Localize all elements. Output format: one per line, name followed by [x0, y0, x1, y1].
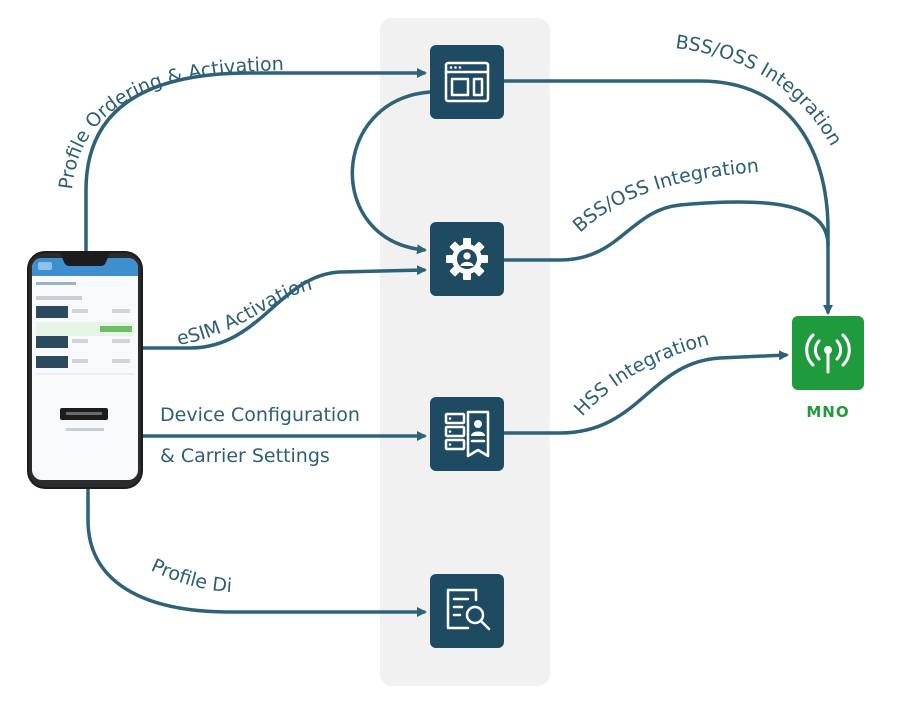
smartphone [27, 251, 143, 489]
service-column [380, 18, 550, 686]
arrow-esim [138, 265, 427, 350]
label-device-configuration: Device Configuration [160, 404, 360, 426]
wireless-antenna-icon [805, 333, 851, 374]
document-search-icon [446, 588, 491, 631]
gear-tile [430, 222, 504, 296]
server-document-icon [444, 410, 490, 458]
connectors [84, 68, 833, 617]
arrow-bss-top [503, 79, 833, 315]
arrow-discovery [86, 486, 427, 617]
config-tile [430, 397, 504, 471]
mno-tile [792, 316, 864, 390]
arrow-hss [503, 350, 789, 435]
label-hss-integration: HSS Integration [570, 328, 712, 420]
mno-label: MNO [806, 403, 849, 421]
portal-tile [430, 45, 504, 119]
browser-window-icon [444, 61, 490, 103]
label-carrier-settings: & Carrier Settings [160, 445, 330, 467]
gear-user-icon [446, 238, 488, 280]
label-bss-oss-top: BSS/OSS Integration [674, 31, 846, 149]
arrow-bss-mid [503, 200, 830, 262]
label-profile-ordering: Profile Ordering & Activation [55, 53, 284, 190]
arrow-portal-to-gear [350, 90, 432, 255]
discovery-tile [430, 574, 504, 648]
label-esim-activation: eSIM Activation [175, 273, 314, 350]
arrow-ordering [84, 68, 427, 252]
label-bss-oss-middle: BSS/OSS Integration [569, 155, 760, 237]
